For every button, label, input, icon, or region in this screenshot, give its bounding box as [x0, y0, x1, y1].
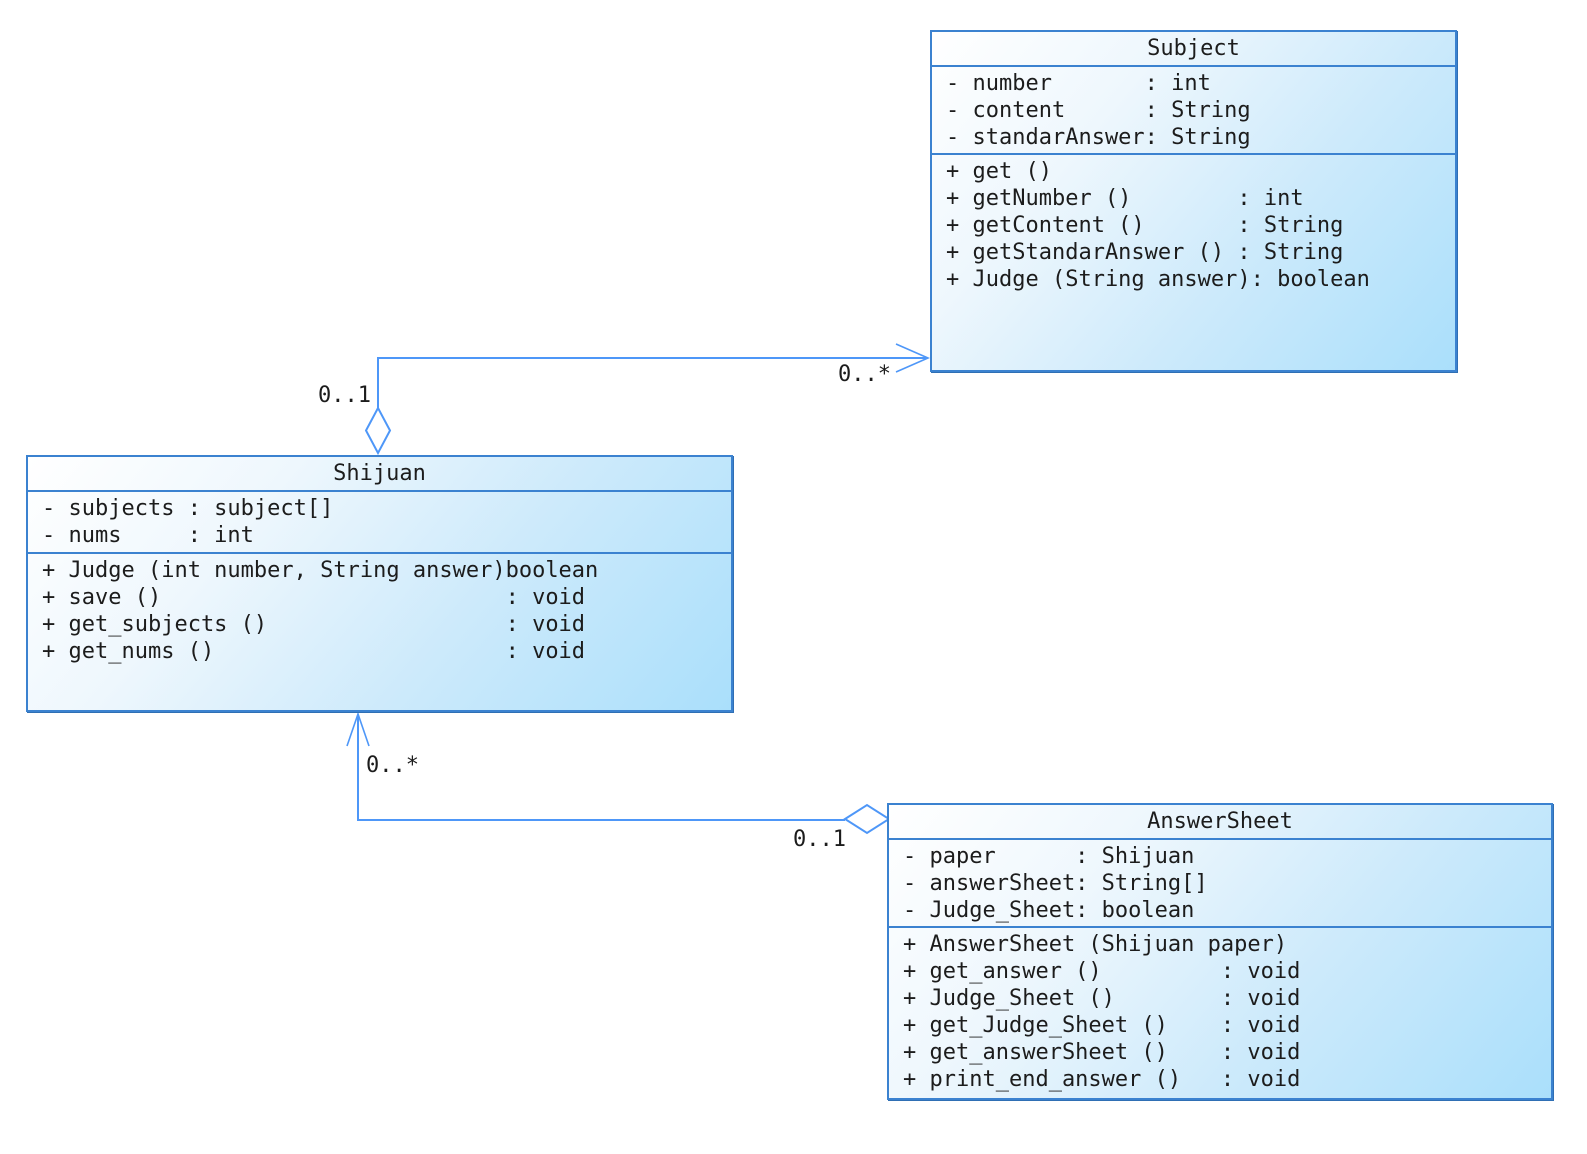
methods-compartment: + Judge (int number, String answer)boole… [28, 552, 731, 710]
connector-line[interactable] [357, 715, 845, 821]
aggregation-shijuan-subject[interactable] [364, 343, 930, 456]
method-row: + AnswerSheet (Shijuan paper) [903, 932, 1288, 957]
method-row: + Judge (int number, String answer)boole… [42, 558, 599, 583]
attribute-row: - Judge_Sheet: boolean [903, 898, 1195, 923]
attribute-row: - content : String [946, 98, 1251, 123]
method-row: + get_nums () : void [42, 639, 586, 664]
method-row: + save () : void [42, 585, 586, 610]
attributes-compartment: - subjects : subject[] - nums : int [28, 490, 731, 552]
class-box-subject[interactable]: Subject - number : int - content : Strin… [930, 30, 1457, 372]
class-title: Shijuan [333, 461, 426, 486]
method-row: + getContent () : String [946, 213, 1344, 238]
method-row: + Judge_Sheet () : void [903, 986, 1301, 1011]
method-row: + Judge (String answer): boolean [946, 267, 1370, 292]
attribute-row: - number : int [946, 71, 1211, 96]
class-title: Subject [1147, 36, 1240, 61]
attribute-row: - answerSheet: String[] [903, 871, 1208, 896]
method-row: + getStandarAnswer () : String [946, 240, 1344, 265]
multiplicity-label: 0..* [838, 362, 891, 387]
class-box-answersheet[interactable]: AnswerSheet - paper : Shijuan - answerSh… [887, 803, 1553, 1100]
method-row: + print_end_answer () : void [903, 1067, 1301, 1092]
multiplicity-label: 0..1 [793, 827, 846, 852]
multiplicity-label: 0..1 [318, 383, 371, 408]
attribute-row: - standarAnswer: String [946, 125, 1251, 150]
attributes-compartment: - number : int - content : String - stan… [932, 65, 1455, 153]
attribute-row: - paper : Shijuan [903, 844, 1195, 869]
attributes-compartment: - paper : Shijuan - answerSheet: String[… [889, 838, 1551, 926]
multiplicity-label: 0..* [366, 753, 419, 778]
method-row: + get_Judge_Sheet () : void [903, 1013, 1301, 1038]
methods-compartment: + AnswerSheet (Shijuan paper) + get_answ… [889, 926, 1551, 1098]
open-arrowhead-icon [895, 343, 930, 373]
method-row: + get_answerSheet () : void [903, 1040, 1301, 1065]
method-row: + get_subjects () : void [42, 612, 586, 637]
class-box-shijuan[interactable]: Shijuan - subjects : subject[] - nums : … [26, 455, 733, 712]
attribute-row: - nums : int [42, 523, 254, 548]
methods-compartment: + get () + getNumber () : int + getConte… [932, 153, 1455, 370]
aggregation-diamond-icon [364, 405, 392, 456]
aggregation-diamond-icon [843, 803, 891, 835]
open-arrowhead-icon [346, 711, 370, 747]
connector-line[interactable] [377, 357, 927, 409]
class-title: AnswerSheet [1147, 809, 1293, 834]
method-row: + getNumber () : int [946, 186, 1304, 211]
attribute-row: - subjects : subject[] [42, 496, 334, 521]
method-row: + get () [946, 159, 1052, 184]
aggregation-answersheet-shijuan[interactable] [346, 711, 891, 835]
method-row: + get_answer () : void [903, 959, 1301, 984]
